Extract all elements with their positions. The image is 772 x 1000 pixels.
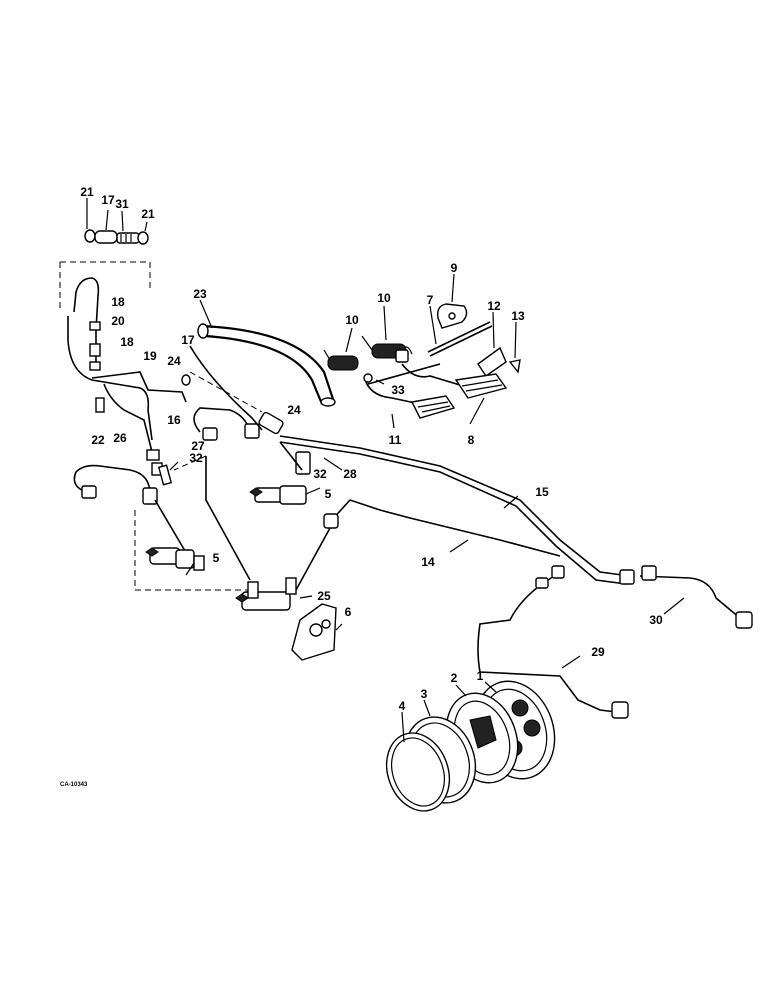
callout-26: 26 xyxy=(113,431,127,445)
callout-31: 31 xyxy=(115,197,129,211)
callout-24b: 24 xyxy=(287,403,301,417)
callout-6: 6 xyxy=(345,605,352,619)
left-pipe-assembly xyxy=(67,277,263,591)
figure-code: CA-10343 xyxy=(60,782,88,788)
callout-33: 33 xyxy=(391,383,405,397)
callout-21b: 21 xyxy=(141,207,155,221)
callout-5b: 5 xyxy=(213,551,220,565)
callout-2: 2 xyxy=(451,671,458,685)
callout-21a: 21 xyxy=(80,185,94,199)
callout-4: 4 xyxy=(399,699,406,713)
callout-10a: 10 xyxy=(377,291,391,305)
callout-18b: 18 xyxy=(120,335,134,349)
callout-17a: 17 xyxy=(101,193,115,207)
callout-7: 7 xyxy=(427,293,434,307)
callout-20: 20 xyxy=(111,314,125,328)
callout-27: 27 xyxy=(191,439,205,453)
callout-8: 8 xyxy=(468,433,475,447)
hose-23 xyxy=(197,299,336,407)
callout-29: 29 xyxy=(591,645,605,659)
callout-3: 3 xyxy=(421,687,428,701)
center-assembly xyxy=(173,345,631,661)
right-pipes xyxy=(477,565,753,719)
callout-32b: 32 xyxy=(313,467,327,481)
callout-13: 13 xyxy=(511,309,525,323)
callout-18a: 18 xyxy=(111,295,125,309)
callout-9: 9 xyxy=(451,261,458,275)
callout-12: 12 xyxy=(487,299,501,313)
hose-connector-group xyxy=(59,198,151,312)
callout-28: 28 xyxy=(343,467,357,481)
callout-11: 11 xyxy=(389,433,402,447)
callout-17b: 17 xyxy=(181,333,195,347)
callout-16: 16 xyxy=(167,413,181,427)
pedal-group xyxy=(323,273,521,429)
callout-5a: 5 xyxy=(325,487,332,501)
brake-disc-stack xyxy=(385,680,556,812)
callout-22: 22 xyxy=(91,433,105,447)
callout-14: 14 xyxy=(421,555,435,569)
callout-10b: 10 xyxy=(345,313,359,327)
spring-lower xyxy=(323,327,359,371)
callout-24a: 24 xyxy=(167,354,181,368)
callout-25: 25 xyxy=(317,589,331,603)
callout-30: 30 xyxy=(649,613,663,627)
callout-1: 1 xyxy=(477,669,484,683)
callout-19: 19 xyxy=(143,349,157,363)
outer-ring xyxy=(385,711,451,812)
callout-23: 23 xyxy=(193,287,207,301)
callout-15: 15 xyxy=(535,485,549,499)
callout-labels: 21 17 31 21 18 20 18 19 24 16 22 26 27 3… xyxy=(80,185,663,713)
callout-32a: 32 xyxy=(189,451,203,465)
